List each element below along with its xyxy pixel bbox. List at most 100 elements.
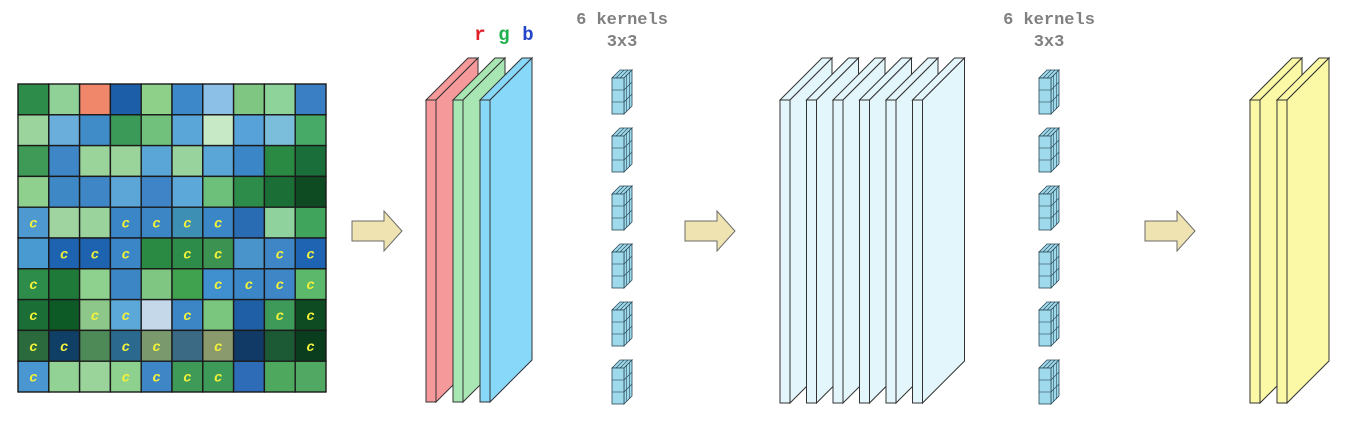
grid-cell xyxy=(294,175,327,208)
grid-cell xyxy=(140,114,173,147)
grid-cell xyxy=(232,237,266,270)
kernel xyxy=(1038,69,1060,115)
grid-cell xyxy=(17,114,50,147)
grid-cell xyxy=(232,83,266,116)
grid-cell-mark: c xyxy=(276,309,284,325)
feature-map-stack-2 xyxy=(1248,56,1331,405)
grid-cell xyxy=(48,144,81,178)
grid-cell-mark: c xyxy=(60,247,68,263)
grid-cell xyxy=(109,237,142,270)
grid-cell xyxy=(109,114,142,147)
grid-cell xyxy=(232,114,266,147)
grid-cell xyxy=(171,144,204,178)
feature-map xyxy=(1275,56,1331,405)
grid-cell xyxy=(109,298,142,332)
grid-cell xyxy=(140,268,173,301)
grid-cell-mark: c xyxy=(152,217,160,233)
grid-cell xyxy=(263,360,296,393)
grid-cell xyxy=(48,175,81,208)
grid-cell xyxy=(202,298,235,332)
grid-cell xyxy=(294,83,327,116)
kernel xyxy=(1038,243,1060,289)
grid-cell-mark: c xyxy=(214,371,222,387)
grid-cell xyxy=(263,83,296,116)
grid-cell xyxy=(202,175,235,208)
grid-cell xyxy=(109,83,142,116)
grid-cell xyxy=(48,206,81,239)
grid-cell-mark: c xyxy=(29,371,37,387)
kernel xyxy=(1038,301,1060,347)
grid-cell xyxy=(78,114,112,147)
grid-cell xyxy=(109,360,142,393)
grid-cell-mark: c xyxy=(29,340,37,356)
grid-cell xyxy=(202,237,235,270)
grid-cell xyxy=(232,144,266,178)
kernel xyxy=(611,243,633,289)
grid-cell xyxy=(294,268,327,301)
grid-cell xyxy=(48,268,81,301)
grid-cell xyxy=(78,268,112,301)
grid-cell xyxy=(294,360,327,393)
grid-cell-mark: c xyxy=(152,340,160,356)
grid-cell xyxy=(263,144,296,178)
grid-cell-mark: c xyxy=(29,309,37,325)
grid-cell xyxy=(48,114,81,147)
r-label: r xyxy=(474,24,485,46)
rgb-channel-stack xyxy=(424,56,534,404)
grid-cell xyxy=(78,83,112,116)
kernel xyxy=(1038,127,1060,173)
grid-cell xyxy=(140,144,173,178)
grid-cell xyxy=(232,298,266,332)
grid-cell-mark: c xyxy=(306,247,314,263)
grid-cell xyxy=(140,83,173,116)
grid-cell-mark: c xyxy=(214,247,222,263)
grid-cell-mark: c xyxy=(245,278,253,294)
grid-cell xyxy=(140,175,173,208)
grid-cell xyxy=(294,298,327,332)
grid-cell xyxy=(202,144,235,178)
grid-cell-mark: c xyxy=(306,278,314,294)
grid-cell xyxy=(48,83,81,116)
b-label: b xyxy=(522,24,533,46)
kernel xyxy=(1038,185,1060,231)
grid-cell xyxy=(109,175,142,208)
grid-cell xyxy=(232,360,266,393)
arrow-right-3 xyxy=(1144,209,1196,253)
kernel xyxy=(611,185,633,231)
grid-cell xyxy=(232,329,266,362)
grid-cell xyxy=(78,298,112,332)
grid-cell xyxy=(263,329,296,362)
grid-cell xyxy=(294,329,327,362)
grid-cell xyxy=(294,144,327,178)
kernel xyxy=(611,359,633,405)
grid-cell-mark: c xyxy=(122,309,130,325)
grid-cell-mark: c xyxy=(276,278,284,294)
kernels-size-label-2: 3x3 xyxy=(1034,33,1065,52)
grid-cell xyxy=(263,175,296,208)
grid-cell xyxy=(263,268,296,301)
grid-cell-mark: c xyxy=(214,340,222,356)
grid-cell xyxy=(140,298,173,332)
grid-cell xyxy=(263,114,296,147)
grid-cell xyxy=(78,144,112,178)
kernel xyxy=(1038,359,1060,405)
grid-cell xyxy=(17,175,50,208)
grid-cell xyxy=(263,206,296,239)
grid-cell xyxy=(294,114,327,147)
grid-cell xyxy=(17,237,50,270)
grid-cell-mark: c xyxy=(29,278,37,294)
grid-cell-mark: c xyxy=(276,247,284,263)
grid-cell-mark: c xyxy=(183,371,191,387)
grid-cell xyxy=(140,237,173,270)
grid-cell xyxy=(109,268,142,301)
grid-cell xyxy=(109,144,142,178)
kernel xyxy=(611,127,633,173)
grid-cell-mark: c xyxy=(214,217,222,233)
grid-cell xyxy=(294,206,327,239)
grid-cell-mark: c xyxy=(91,247,99,263)
grid-cell xyxy=(232,206,266,239)
grid-cell-mark: c xyxy=(214,278,222,294)
grid-cell xyxy=(140,329,173,362)
